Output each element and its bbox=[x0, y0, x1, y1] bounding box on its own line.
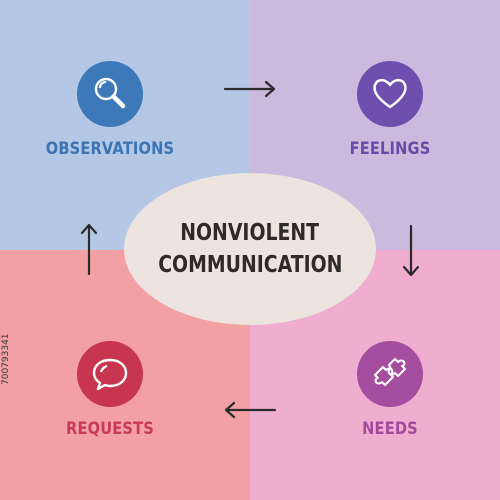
stock-id-text: 700793341 bbox=[1, 333, 11, 385]
puzzle-icon bbox=[357, 341, 423, 407]
magnifier-icon bbox=[77, 61, 143, 127]
arrow-down bbox=[400, 224, 422, 278]
arrow-left bbox=[223, 400, 277, 420]
needs-label: NEEDS bbox=[362, 419, 418, 439]
speech-bubble-icon bbox=[77, 341, 143, 407]
arrow-right bbox=[223, 79, 277, 99]
observations-label: OBSERVATIONS bbox=[45, 139, 175, 159]
center-title-line2: COMMUNICATION bbox=[157, 252, 343, 278]
arrow-up bbox=[78, 222, 100, 276]
heart-icon bbox=[357, 61, 423, 127]
center-title-line1: NONVIOLENT bbox=[180, 220, 320, 246]
requests-label: REQUESTS bbox=[66, 419, 154, 439]
feelings-label: FEELINGS bbox=[349, 139, 431, 159]
center-oval: NONVIOLENT COMMUNICATION bbox=[124, 173, 376, 325]
